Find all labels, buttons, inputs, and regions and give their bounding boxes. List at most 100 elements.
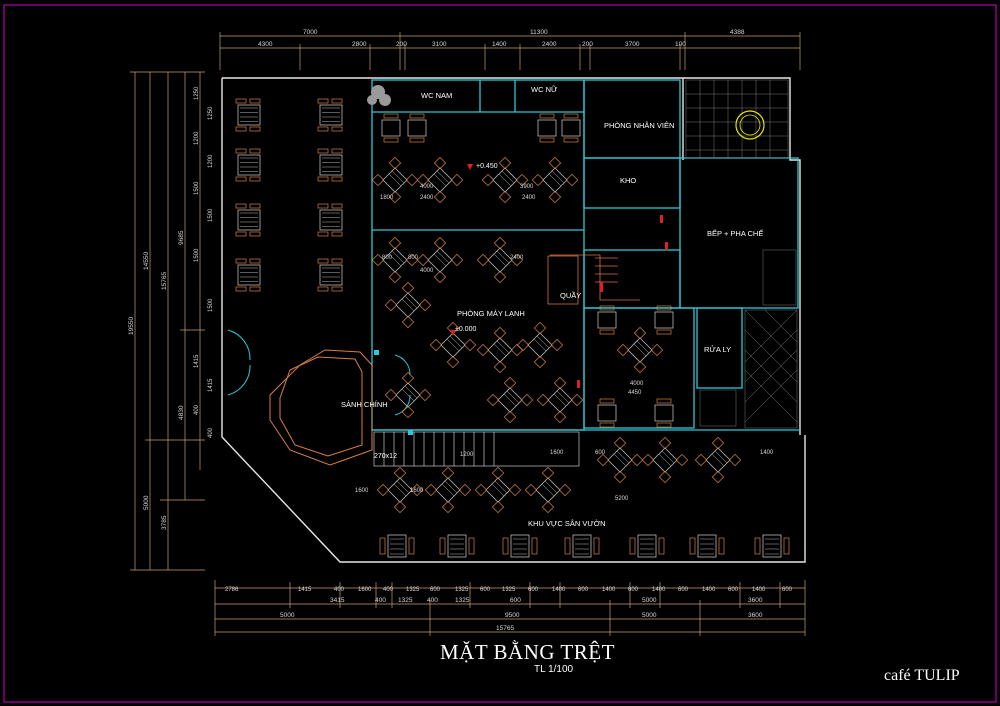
drawing-title: MẶT BẰNG TRỆT — [440, 640, 615, 664]
dim-interior-value: 1600 — [355, 488, 369, 494]
dim-interior-value: 800 — [408, 255, 419, 261]
room-rua-ly: RỬA LY — [704, 345, 731, 354]
dim-interior-value: 1800 — [380, 195, 394, 201]
room-phong-nhan-vien: PHÒNG NHÂN VIÊN — [604, 121, 674, 130]
table-set — [317, 148, 343, 182]
dim-bottom3-1: 5000 — [280, 612, 295, 619]
level-upper: +0.450 — [476, 163, 498, 170]
square-table-set — [537, 113, 557, 143]
diamond-table-set — [416, 156, 464, 204]
dim-interior-value: 3900 — [520, 184, 534, 190]
table-set — [235, 258, 261, 292]
dim-bottom1-value: 1325 — [406, 587, 420, 593]
room-khu-vuc-san-vuon: KHU VỰC SÂN VƯỜN — [528, 519, 606, 528]
garden-table-set — [629, 534, 665, 558]
dim-bottom1-value: 600 — [480, 587, 491, 593]
dim-bottom1-value: 600 — [782, 587, 793, 593]
dim-left-small-value: 1500 — [208, 298, 214, 312]
dim-top2-6: 2400 — [542, 41, 557, 48]
dim-left-small-value: 1415 — [208, 378, 214, 392]
dim-left-6: 4830 — [178, 405, 185, 420]
diamond-table-set — [384, 371, 432, 419]
diamond-table-set — [596, 436, 644, 484]
bar-counter — [547, 254, 640, 305]
dim-bottom1-value: 1325 — [455, 587, 469, 593]
diamond-table-set — [531, 156, 579, 204]
dim-bottom1-value: 1600 — [358, 587, 372, 593]
dim-left-small-value: 1415 — [194, 354, 200, 368]
dim-left-small-value: 1250 — [194, 86, 200, 100]
dim-interior-value: 800 — [382, 255, 393, 261]
room-bep-pha-che: BẾP + PHA CHẾ — [707, 228, 763, 238]
square-table-set — [597, 398, 617, 428]
dim-left-small-value: 1200 — [194, 131, 200, 145]
dim-bottom3-2: 9500 — [505, 612, 520, 619]
dim-left-2: 15765 — [161, 272, 168, 290]
dim-left-small-value: 1200 — [208, 154, 214, 168]
dim-interior-value: 5200 — [615, 496, 629, 502]
dim-bottom1-value: 600 — [528, 587, 539, 593]
dim-top2-2: 2800 — [352, 41, 367, 48]
dim-interior-value: 4000 — [630, 381, 644, 387]
table-set — [317, 258, 343, 292]
dim-bottom2-3: 1325 — [398, 597, 413, 604]
square-table-set — [654, 305, 674, 335]
dim-top2-7: 200 — [582, 41, 593, 48]
dim-top2-5: 1400 — [492, 41, 507, 48]
tile-patterns — [685, 79, 798, 429]
dim-interior-value: 4000 — [420, 184, 434, 190]
diamond-table-set — [424, 466, 472, 514]
room-wc-nu: WC NỮ — [531, 85, 558, 94]
level-markers — [374, 164, 668, 435]
garden-table-set — [689, 534, 725, 558]
dim-bottom2-8: 3600 — [748, 597, 763, 604]
dim-left-small-value: 1250 — [208, 106, 214, 120]
square-table-set — [407, 113, 427, 143]
diamond-table-set — [516, 321, 564, 369]
dining-tables — [371, 113, 742, 514]
table-set — [235, 203, 261, 237]
dim-top2-3: 200 — [396, 41, 407, 48]
dim-bottom1-value: 1325 — [502, 587, 516, 593]
dim-top-2: 11300 — [530, 29, 548, 36]
diamond-table-set — [476, 326, 524, 374]
dim-interior-value: 4000 — [420, 268, 434, 274]
dim-interior-value: 600 — [595, 450, 606, 456]
table-set — [235, 148, 261, 182]
dim-bottom1-value: 1400 — [652, 587, 666, 593]
dim-interior-value: 1200 — [460, 452, 474, 458]
diamond-table-set — [416, 236, 464, 284]
garden-table-set — [502, 534, 538, 558]
dim-bottom1-value: 600 — [578, 587, 589, 593]
diamond-table-set — [694, 436, 742, 484]
garden-seating-left — [235, 98, 343, 292]
room-quay: QUẦY — [560, 290, 581, 300]
dim-top2-4: 3100 — [432, 41, 447, 48]
dim-interior-value: 1400 — [760, 450, 774, 456]
dim-left-small-value: 400 — [208, 427, 214, 438]
dim-bottom2-7: 5000 — [642, 597, 657, 604]
dim-bottom1-value: 600 — [728, 587, 739, 593]
dim-left-1: 14550 — [143, 252, 150, 270]
dim-bottom1-value: 400 — [383, 587, 394, 593]
dim-bottom2-2: 400 — [375, 597, 386, 604]
dim-bottom1-value: 1400 — [702, 587, 716, 593]
table-set — [317, 98, 343, 132]
dim-bottom1-value: 1400 — [752, 587, 766, 593]
diamond-table-set — [536, 376, 584, 424]
diamond-table-set — [486, 376, 534, 424]
dim-top2-1: 4300 — [258, 41, 273, 48]
lobby-octagon — [269, 349, 373, 466]
dim-bottom1-value: 600 — [628, 587, 639, 593]
dim-bottom2-4: 400 — [427, 597, 438, 604]
garden-table-set — [379, 534, 415, 558]
entry-doors — [227, 329, 411, 416]
dim-left-total: 19550 — [128, 317, 135, 335]
sheet-border — [3, 4, 997, 703]
dim-left-small-value: 400 — [194, 404, 200, 415]
dim-left-small-value: 1500 — [194, 181, 200, 195]
dim-interior-value: 1600 — [550, 450, 564, 456]
dim-bottom3-3: 5000 — [642, 612, 657, 619]
dim-bottom1-value: 1400 — [552, 587, 566, 593]
